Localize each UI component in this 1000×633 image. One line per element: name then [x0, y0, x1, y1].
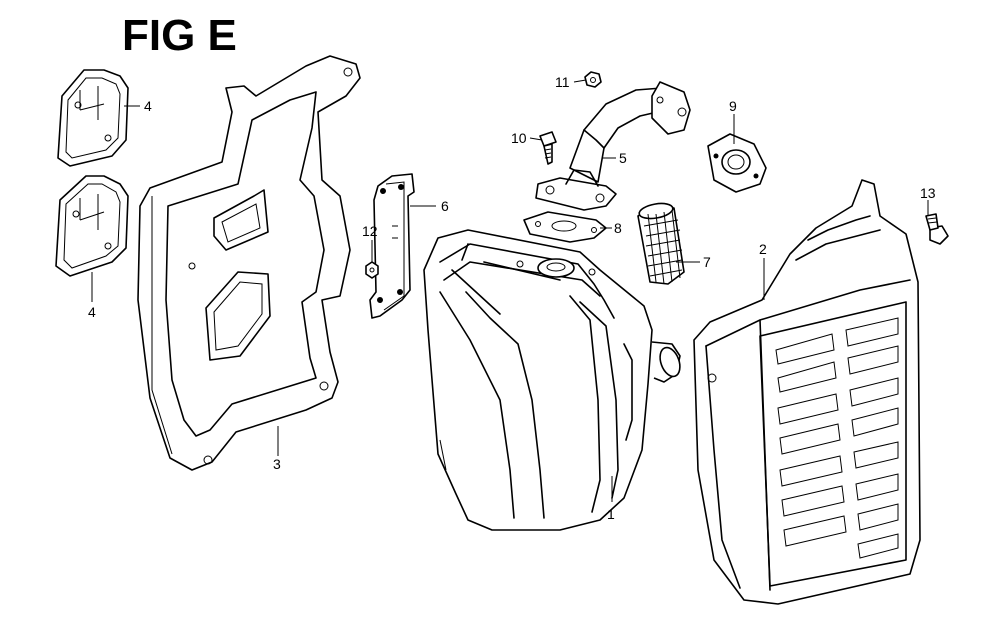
- callout-12: 12: [362, 223, 378, 239]
- callout-5: 5: [619, 150, 627, 166]
- callout-4-lower: 4: [88, 304, 96, 320]
- flange-nut-small: [365, 261, 379, 279]
- heat-shield: [137, 55, 361, 471]
- callout-9: 9: [729, 98, 737, 114]
- callout-labels: 1 2 3 4 4 5 6 7 8 9 10 11 12 13: [88, 74, 936, 522]
- stay-bracket: [369, 173, 415, 319]
- muffler-protector: [693, 179, 921, 605]
- callout-1: 1: [607, 506, 615, 522]
- figure-title: FIG E: [122, 11, 237, 60]
- muffler-body: [423, 229, 681, 531]
- callout-2: 2: [759, 241, 767, 257]
- callout-13: 13: [920, 185, 936, 201]
- flange-bolt-10: [539, 131, 557, 165]
- leader-lines: [91, 79, 929, 502]
- protector-plate-lower: [55, 175, 129, 277]
- protector-plate-upper: [57, 69, 129, 167]
- callout-3: 3: [273, 456, 281, 472]
- callout-7: 7: [703, 254, 711, 270]
- callout-8: 8: [614, 220, 622, 236]
- callout-6: 6: [441, 198, 449, 214]
- callout-4-upper: 4: [144, 98, 152, 114]
- exhaust-gasket: [707, 133, 767, 193]
- flange-bolt-13: [925, 213, 949, 245]
- muffler-gasket: [523, 211, 607, 243]
- callout-11: 11: [555, 74, 570, 90]
- spark-arrester: [637, 202, 685, 285]
- callout-10: 10: [511, 130, 527, 146]
- flange-nut-11: [584, 71, 602, 88]
- exhaust-pipe: [535, 81, 691, 211]
